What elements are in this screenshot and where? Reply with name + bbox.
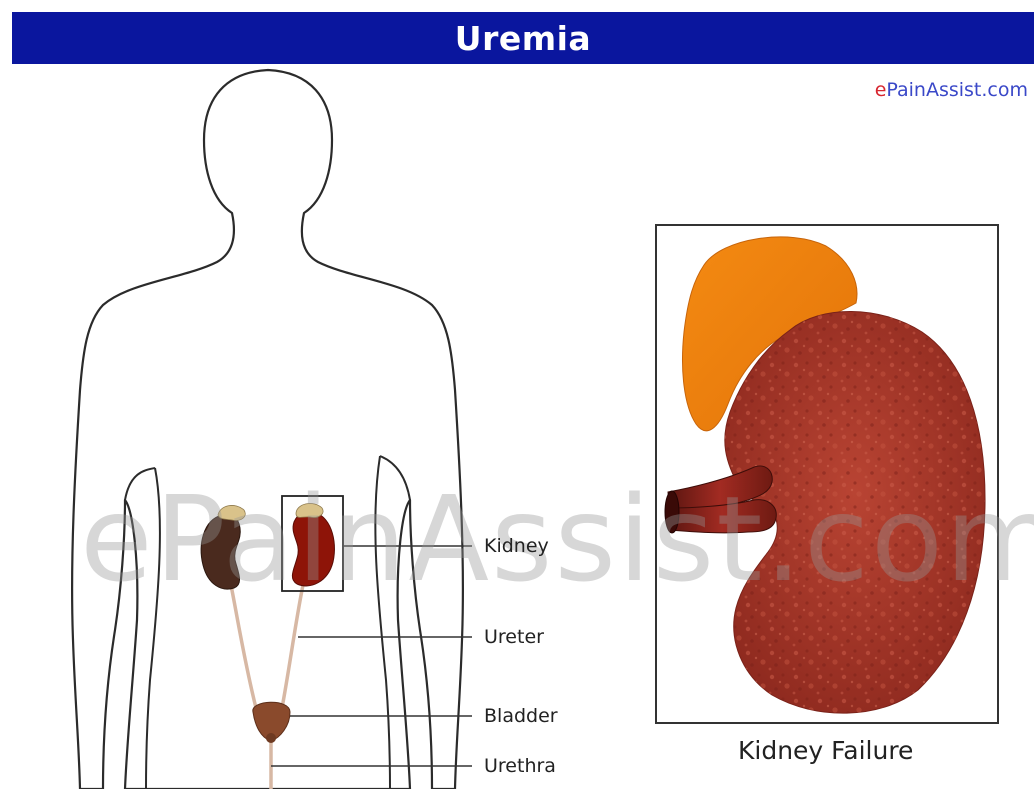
renal-vessel-opening — [665, 491, 679, 533]
urethra-label: Urethra — [484, 755, 556, 777]
kidney-label: Kidney — [484, 535, 549, 557]
body-outline — [72, 70, 463, 789]
kidney-failure-caption: Kidney Failure — [738, 736, 913, 765]
bladder-label: Bladder — [484, 705, 558, 727]
ureter-label: Ureter — [484, 626, 544, 648]
bladder-neck — [266, 733, 276, 743]
